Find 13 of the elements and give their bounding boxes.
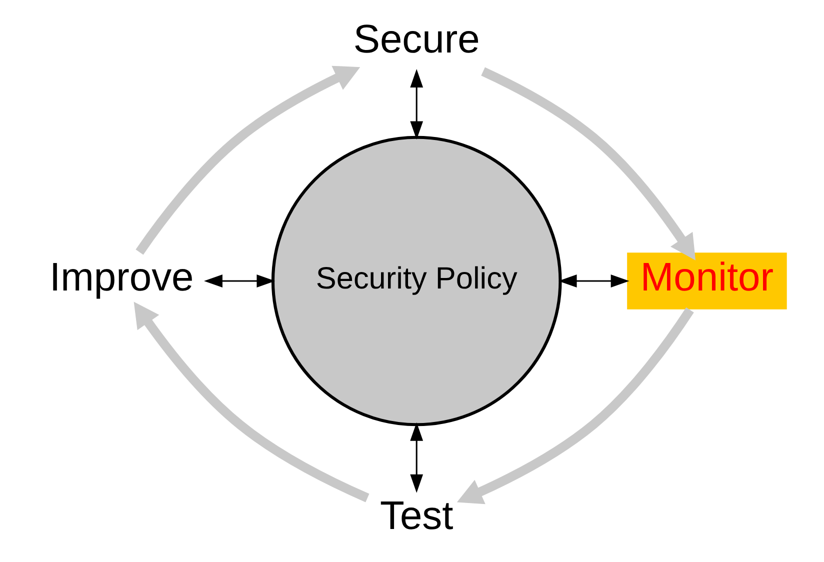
node-text: Test xyxy=(380,494,454,538)
arrow xyxy=(456,307,694,504)
arrow xyxy=(410,69,424,140)
arrow xyxy=(410,422,424,493)
arrow xyxy=(136,66,360,255)
arrow xyxy=(558,274,630,288)
node-text: Improve xyxy=(50,256,194,300)
node-text: Secure xyxy=(353,18,480,62)
node-circle: Security Policy xyxy=(271,136,562,426)
arrow xyxy=(134,302,370,502)
arrow xyxy=(204,274,276,288)
arrow xyxy=(481,67,696,260)
node-box: Monitor xyxy=(627,252,787,310)
